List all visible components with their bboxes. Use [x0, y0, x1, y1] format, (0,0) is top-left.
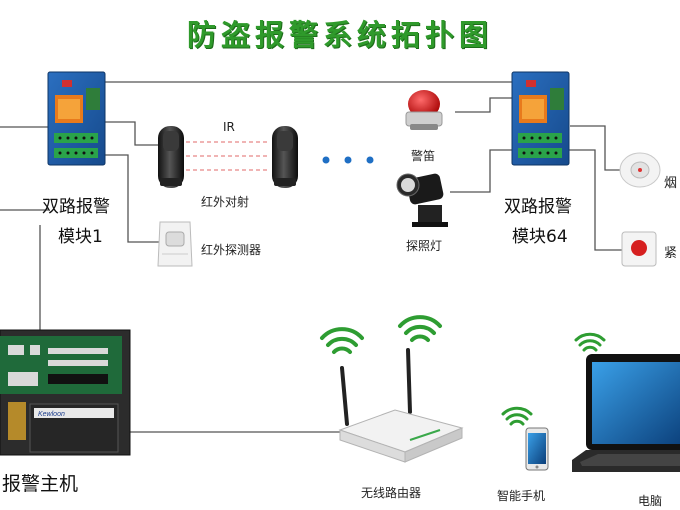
router-label: 无线路由器: [361, 486, 422, 500]
wire-module1-pir: [105, 154, 160, 243]
wire-smoke: [570, 125, 620, 171]
alarm-host-icon: [0, 329, 131, 456]
module64-number: 模块64: [512, 227, 568, 247]
phone-label: 智能手机: [497, 489, 546, 503]
smartphone-icon: [525, 427, 549, 471]
emergency-label: 紧: [664, 246, 678, 261]
pir-detector-icon: [157, 221, 193, 267]
beam-label: 红外对射: [201, 195, 250, 209]
wifi-signal-router-right-icon: [398, 315, 442, 342]
smoke-label: 烟: [664, 176, 678, 191]
ir-beam-receiver: [272, 126, 298, 188]
wire-emergency: [565, 149, 622, 251]
wire-spotlight: [450, 149, 512, 193]
diagram-title: 防盗报警系统拓扑图: [186, 18, 493, 52]
module1-title: 双路报警: [42, 197, 110, 217]
module64-board: [511, 71, 570, 166]
emergency-button-icon: [621, 231, 657, 267]
smoke-detector-icon: [619, 152, 661, 188]
ir-label: IR: [223, 120, 235, 134]
laptop-icon: [572, 354, 680, 472]
router-icon: [338, 348, 464, 463]
module64-title: 双路报警: [504, 197, 572, 217]
spotlight-label: 探照灯: [406, 239, 443, 253]
module1-number: 模块1: [58, 227, 103, 247]
spotlight-icon: [396, 173, 448, 227]
ir-beam-transmitter: [158, 126, 184, 188]
wire-module1-beam: [105, 121, 158, 146]
siren-label: 警笛: [411, 149, 436, 163]
wiring: [0, 81, 622, 433]
ir-beam-rays: [186, 141, 270, 171]
alarm-host-label: 报警主机: [2, 473, 79, 495]
siren-icon: [405, 90, 443, 130]
ellipsis-dots: [322, 156, 374, 164]
host-brand-label: Kewloon: [38, 411, 65, 418]
wifi-signal-router-left-icon: [320, 327, 364, 354]
pir-label: 红外探测器: [201, 243, 262, 257]
wire-siren: [455, 97, 512, 113]
wifi-signal-phone-icon: [501, 406, 533, 426]
module1-board: [47, 71, 106, 166]
laptop-label: 电脑: [638, 494, 663, 508]
wifi-signal-laptop-icon: [574, 332, 606, 352]
